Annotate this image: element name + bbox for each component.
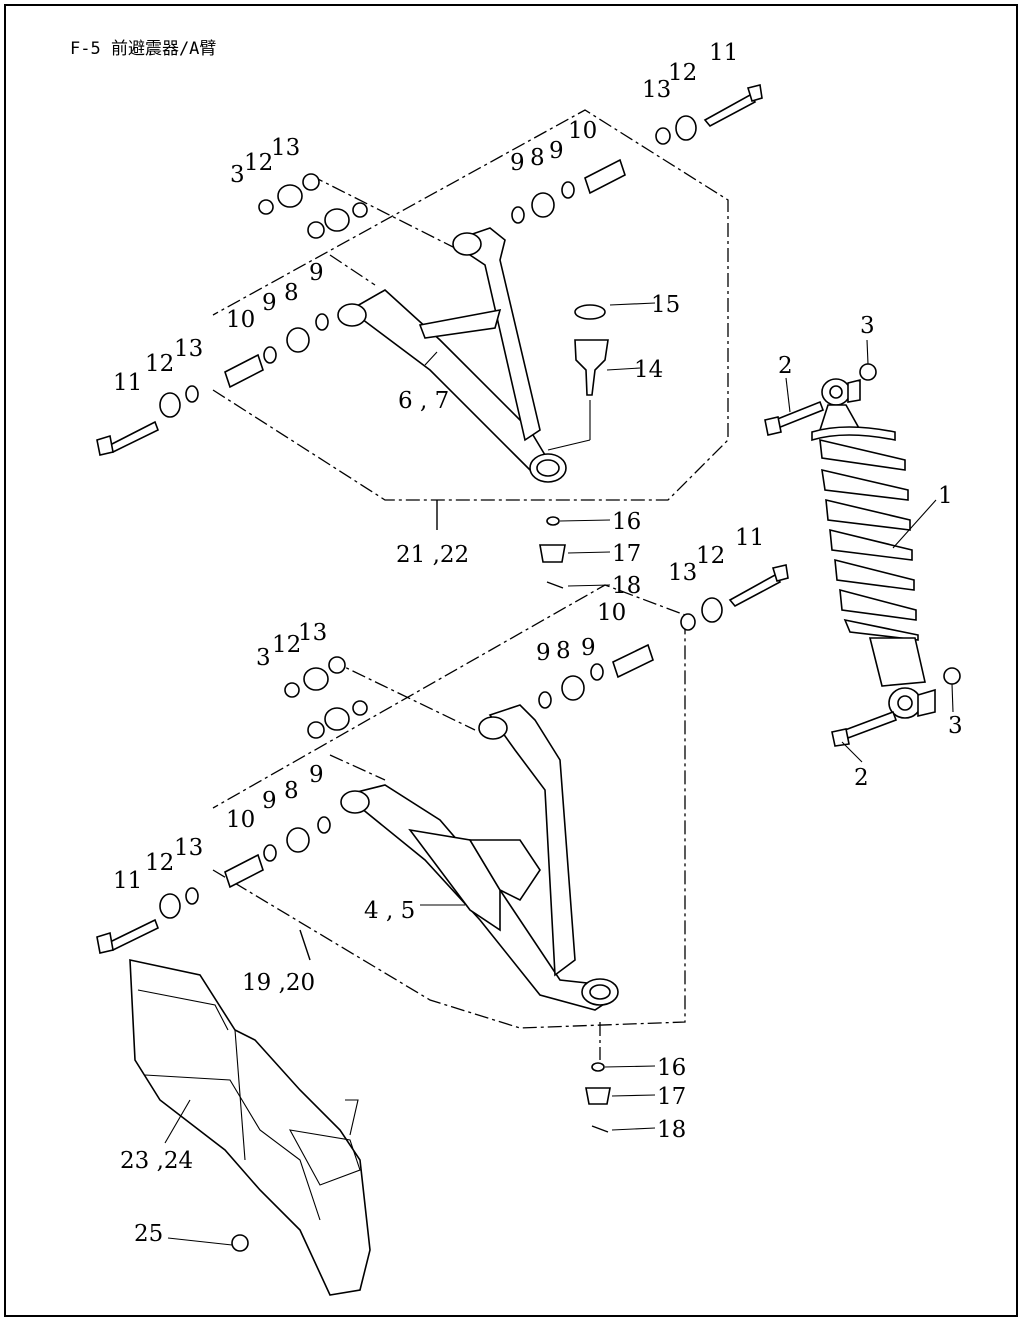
callout-9-c: 9 [262, 290, 277, 316]
callout-10-lower-left: 10 [226, 807, 255, 833]
callout-8-upper-left: 8 [284, 280, 299, 306]
ball-joint [574, 339, 609, 396]
callout-13-b: 13 [271, 135, 300, 161]
callout-18-lower: 18 [657, 1117, 686, 1143]
callout-12-d: 12 [696, 543, 725, 569]
callout-16-upper: 16 [612, 509, 641, 535]
callout-3-upper: 3 [230, 162, 245, 188]
callout-6-7: 6 , 7 [398, 388, 449, 414]
skid-guard [129, 958, 371, 1296]
callout-12-e: 12 [272, 632, 301, 658]
callout-10-upper-right: 10 [568, 118, 597, 144]
callout-1: 1 [938, 483, 953, 509]
callout-8-lower-right: 8 [556, 638, 571, 664]
callout-labels: 1 2 2 3 3 3 3 4 , 5 6 , 7 8 8 8 8 9 9 9 … [113, 40, 963, 1247]
callout-11-lower-right: 11 [735, 525, 764, 551]
callout-11-upper-left: 11 [113, 370, 142, 396]
callout-10-lower-right: 10 [597, 600, 626, 626]
callout-21-22: 21 ,22 [396, 542, 469, 568]
callout-9-a: 9 [510, 150, 525, 176]
shock-absorber [764, 363, 961, 747]
callout-23-24: 23 ,24 [120, 1148, 193, 1174]
diagram-title: F-5 前避震器/A臂 [70, 39, 217, 59]
callout-9-e: 9 [536, 640, 551, 666]
callout-13-a: 13 [642, 77, 671, 103]
callout-17-upper: 17 [612, 541, 641, 567]
callout-17-lower: 17 [657, 1084, 686, 1110]
callout-15: 15 [651, 292, 680, 318]
callout-10-upper-left: 10 [226, 307, 255, 333]
callout-12-a: 12 [668, 60, 697, 86]
callout-13-c: 13 [174, 336, 203, 362]
lower-a-arm-assembly [96, 564, 789, 1133]
callout-2-bottom: 2 [854, 765, 869, 791]
upper-a-arm-assembly [96, 84, 763, 589]
callout-9-b: 9 [549, 138, 564, 164]
callout-8-upper-right: 8 [530, 145, 545, 171]
callout-13-d: 13 [668, 560, 697, 586]
callout-2-top: 2 [778, 353, 793, 379]
callout-9-d: 9 [309, 260, 324, 286]
callout-13-f: 13 [174, 835, 203, 861]
callout-11-upper-right: 11 [709, 40, 738, 66]
callout-8-lower-left: 8 [284, 778, 299, 804]
callout-12-f: 12 [145, 850, 174, 876]
callout-18-upper: 18 [612, 573, 641, 599]
callout-3-lower: 3 [256, 645, 271, 671]
callout-3-shock-top: 3 [860, 313, 875, 339]
callout-4-5: 4 , 5 [364, 898, 415, 924]
callout-9-g: 9 [262, 788, 277, 814]
callout-11-lower-left: 11 [113, 868, 142, 894]
callout-3-shock-bottom: 3 [948, 713, 963, 739]
leader-lines [164, 302, 954, 1246]
callout-12-b: 12 [244, 150, 273, 176]
callout-25: 25 [134, 1221, 163, 1247]
callout-12-c: 12 [145, 351, 174, 377]
callout-16-lower: 16 [657, 1055, 686, 1081]
callout-9-h: 9 [309, 762, 324, 788]
diagram-frame [4, 4, 1018, 1317]
callout-14: 14 [634, 357, 663, 383]
callout-9-f: 9 [581, 635, 596, 661]
callout-19-20: 19 ,20 [242, 970, 315, 996]
callout-13-e: 13 [298, 620, 327, 646]
